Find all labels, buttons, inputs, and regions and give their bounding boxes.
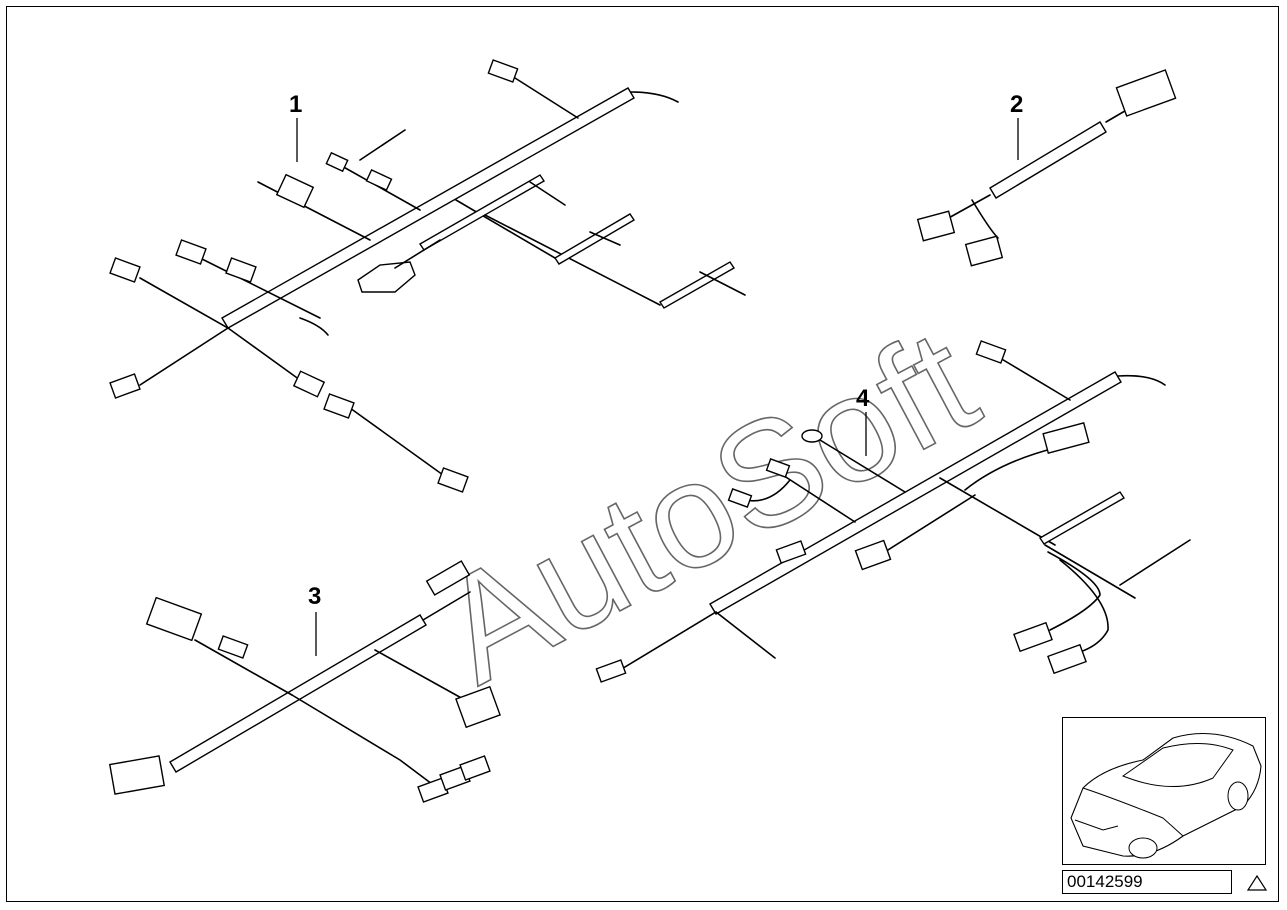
- connector: [455, 685, 501, 729]
- harness-4-branch: [1044, 544, 1136, 599]
- ground-lug: [357, 261, 416, 293]
- harness-1-branch: [699, 271, 746, 296]
- connector: [1013, 621, 1053, 653]
- harness-3: [108, 560, 501, 803]
- connector: [217, 635, 249, 659]
- harness-4-branch: [774, 469, 856, 523]
- connector: [437, 467, 469, 493]
- ring-terminal: [801, 429, 823, 443]
- connector: [292, 370, 326, 398]
- connector: [1042, 422, 1090, 454]
- connector: [365, 168, 393, 192]
- harness-4-branch: [609, 611, 776, 677]
- callout-3: 3: [308, 583, 321, 610]
- connector: [108, 755, 166, 795]
- callout-4: 4: [856, 385, 870, 412]
- harness-4-branch: [1059, 559, 1109, 653]
- harness-4-branch: [964, 447, 1056, 491]
- harness-4-subtrunk: [1039, 491, 1125, 545]
- harness-1-subtrunk: [419, 174, 545, 251]
- harness-1-trunk-end: [630, 91, 679, 103]
- harness-4-branch: [819, 439, 906, 493]
- harness-1-branch: [199, 257, 321, 319]
- connector: [916, 210, 956, 242]
- connector: [225, 257, 257, 283]
- connector: [595, 659, 627, 683]
- harness-1-branch: [349, 407, 451, 481]
- harness-1-branch: [139, 327, 229, 386]
- connector: [854, 539, 892, 571]
- harness-4-trunk: [709, 371, 1122, 615]
- harness-1-branch: [455, 199, 556, 259]
- relay-connector: [275, 173, 315, 209]
- harness-1-branch: [529, 181, 566, 206]
- harness-4-branch: [999, 357, 1071, 401]
- harness-4: [595, 340, 1191, 683]
- harness-4-branch: [1047, 551, 1101, 631]
- harness-1-branch: [394, 239, 441, 269]
- harness-1-branch: [589, 231, 621, 246]
- connector: [325, 151, 349, 173]
- harness-2-branch: [944, 194, 991, 221]
- callout-2: 2: [1010, 91, 1023, 118]
- connector: [1115, 69, 1177, 117]
- connector: [1047, 643, 1087, 675]
- connector: [109, 373, 141, 399]
- part-number-label: 00142599: [1062, 870, 1232, 894]
- harness-1: [109, 59, 746, 493]
- car-thumbnail-icon: [1070, 732, 1262, 859]
- connector: [323, 393, 355, 419]
- harness-3-trunk: [169, 614, 427, 773]
- harness-3-branch: [422, 591, 471, 621]
- watermark-text: AutoSoft: [414, 296, 1001, 714]
- connector: [765, 458, 791, 478]
- connector: [727, 488, 753, 508]
- connector: [975, 340, 1007, 364]
- connector: [145, 596, 203, 642]
- harness-4-branch: [1119, 539, 1191, 586]
- harness-1-subtrunk: [554, 213, 635, 265]
- harness-4-branch: [879, 494, 976, 556]
- connector: [459, 755, 491, 781]
- harness-2-trunk: [989, 121, 1107, 199]
- harness-3-branch: [291, 694, 441, 791]
- harness-3-branch: [374, 649, 466, 701]
- harness-4-trunk-end: [1117, 374, 1166, 386]
- harness-1-branch: [359, 129, 406, 161]
- connector: [964, 235, 1004, 267]
- harness-2-branch: [971, 199, 999, 239]
- harness-1-branch: [514, 77, 579, 119]
- harness-3-branch: [194, 639, 293, 696]
- connector: [109, 257, 141, 283]
- harness-1-branch: [484, 214, 661, 306]
- warning-triangle-icon: [1246, 874, 1268, 891]
- harness-1-branch: [299, 317, 329, 336]
- harness-1-subtrunk: [659, 261, 735, 309]
- connector: [775, 540, 807, 564]
- harness-1-branch: [257, 181, 371, 241]
- harness-4-branch: [939, 477, 1056, 546]
- car-thumbnail: [1062, 717, 1266, 865]
- harness-1-trunk: [221, 87, 635, 329]
- harness-2: [916, 69, 1177, 267]
- connector: [175, 239, 207, 265]
- connector: [487, 59, 519, 83]
- callout-1: 1: [289, 91, 302, 118]
- connector: [425, 560, 471, 596]
